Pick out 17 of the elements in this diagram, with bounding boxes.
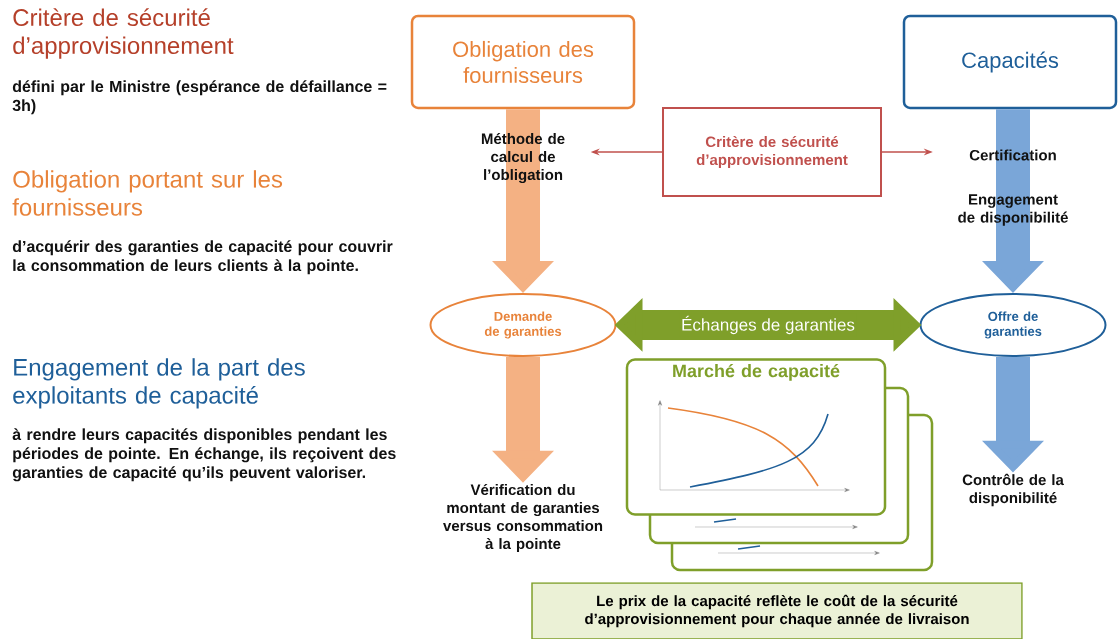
oval: Demande de garanties	[429, 293, 617, 357]
arrow-text: Méthode de calcul de l’obligation	[481, 132, 565, 184]
edge-label: Échanges de garanties	[679, 313, 857, 337]
body-text: d’acquérir des garanties de capacité pour couvrir la consommation de leurs clients à la pointe.	[12, 240, 393, 275]
criterion-box: Critère de sécurité d’approvisionnement	[662, 107, 882, 197]
oval: Offre de garanties	[919, 293, 1107, 357]
result-text: Contrôle de la disponibilité	[962, 473, 1064, 507]
title-box: Capacités	[902, 14, 1118, 110]
result-text: Vérification du montant de garanties versus consommation à la pointe	[443, 483, 603, 553]
body-text: défini par le Ministre (espérance de défaillance = 3h)	[12, 80, 387, 115]
market-card: Marché de capacité	[625, 358, 887, 516]
heading-text: Critère de sécurité d’approvisionnement	[13, 8, 234, 59]
heading-text: Obligation portant sur les fournisseurs	[12, 170, 283, 216]
title-box: Obligation des fournisseurs	[410, 14, 636, 110]
note-box: Le prix de la capacité reflète le coût de la sécurité d’approvisionnement pour chaque année de livraison	[531, 582, 1023, 639]
body-text: à rendre leurs capacités disponibles pendant les périodes de pointe. En échange, ils reçoivent des garanties de capacité qu’ils peuvent valoriser.	[12, 428, 396, 482]
heading-text: Engagement de la part des exploitants de capacité	[13, 358, 305, 409]
